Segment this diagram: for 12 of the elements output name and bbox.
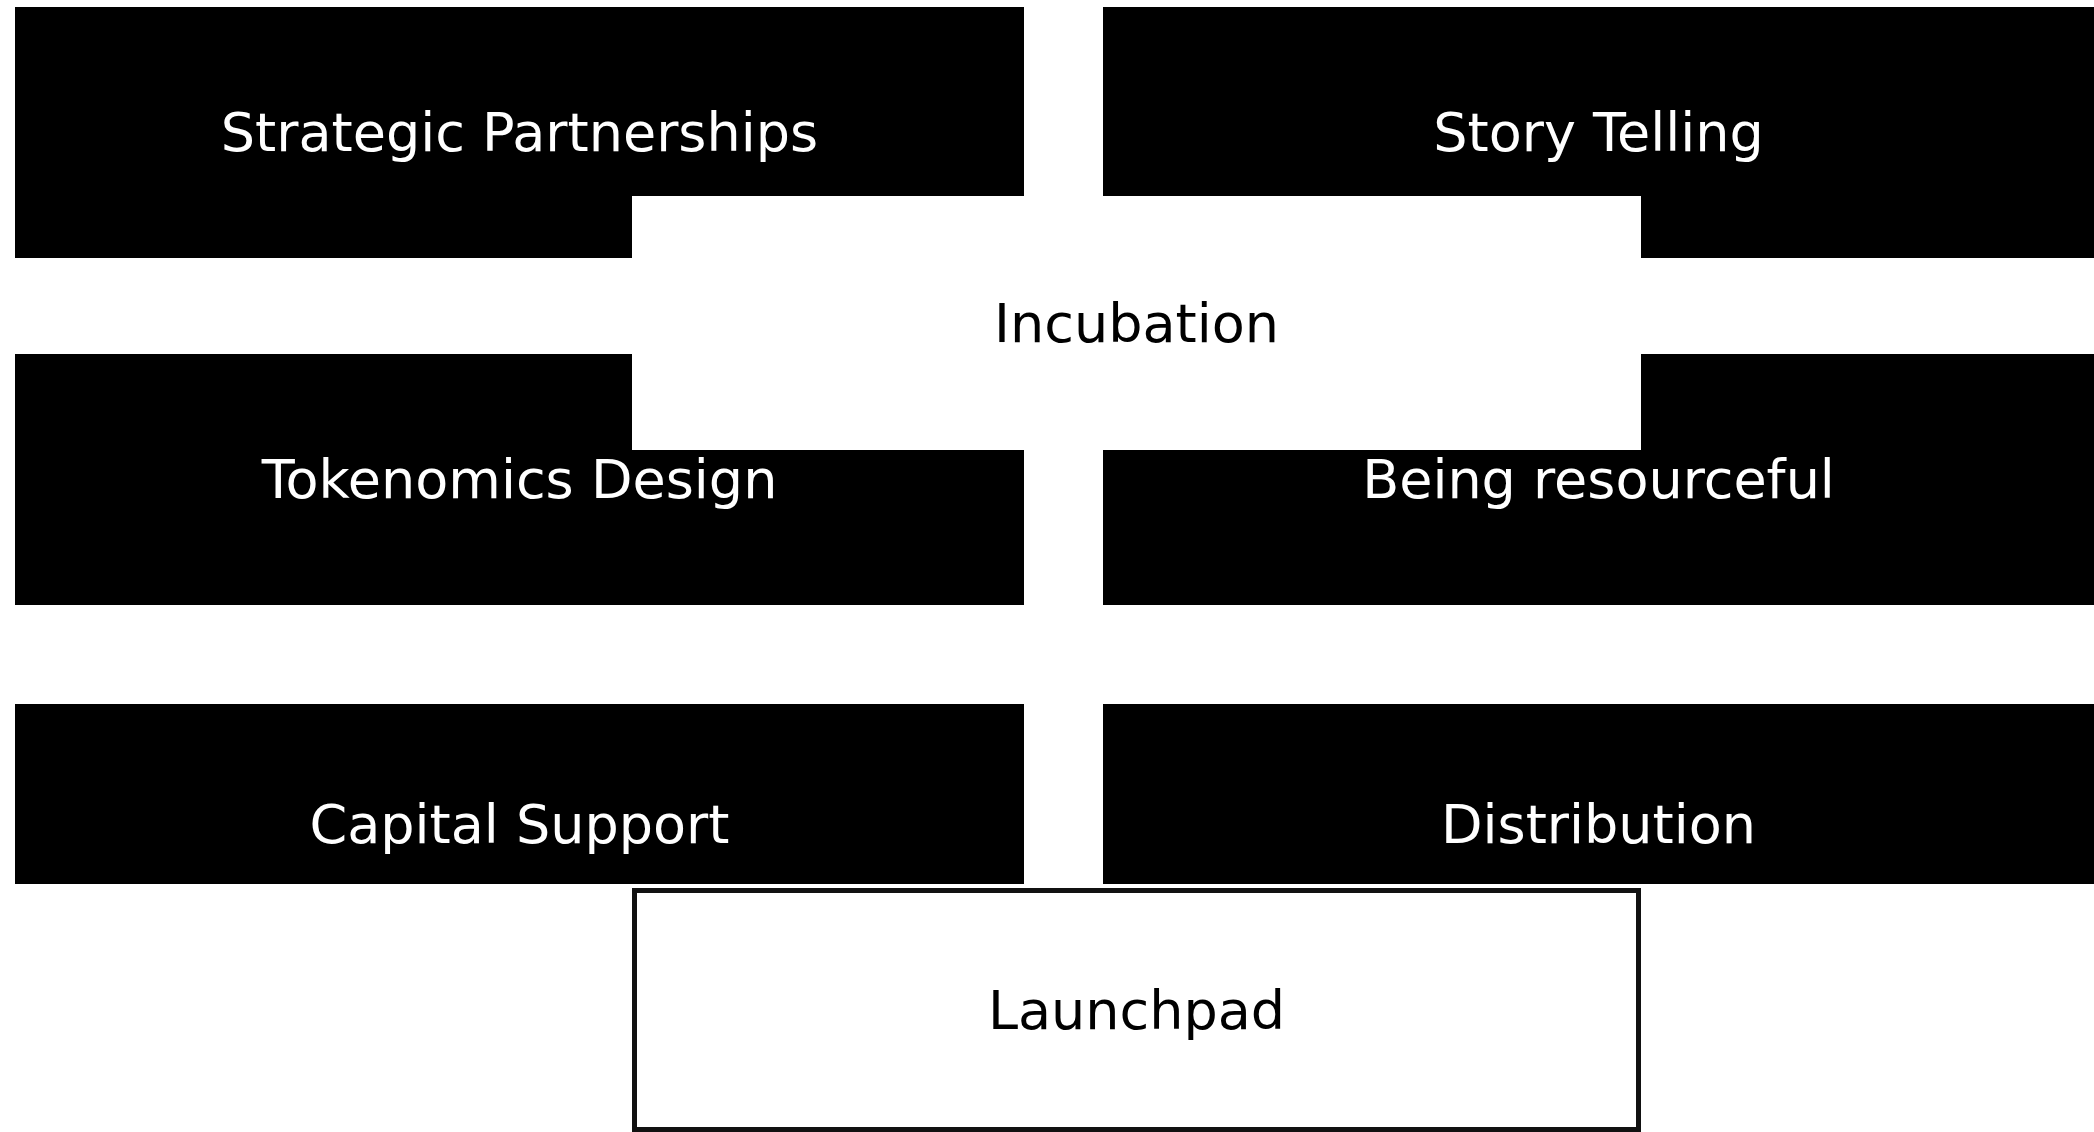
highlight-box xyxy=(632,888,1641,1132)
block-label: Capital Support xyxy=(309,792,730,856)
block-label: Being resourceful xyxy=(1362,448,1835,511)
feature-block xyxy=(15,7,1024,258)
feature-block xyxy=(1103,704,2094,884)
block-label: Launchpad xyxy=(987,978,1286,1042)
block-label: Strategic Partnerships xyxy=(220,101,819,164)
block-label: Distribution xyxy=(1440,792,1756,856)
block-label: Tokenomics Design xyxy=(261,448,778,511)
block-label: Incubation xyxy=(994,291,1279,355)
feature-block xyxy=(15,704,1024,884)
block-label: Story Telling xyxy=(1433,101,1764,164)
